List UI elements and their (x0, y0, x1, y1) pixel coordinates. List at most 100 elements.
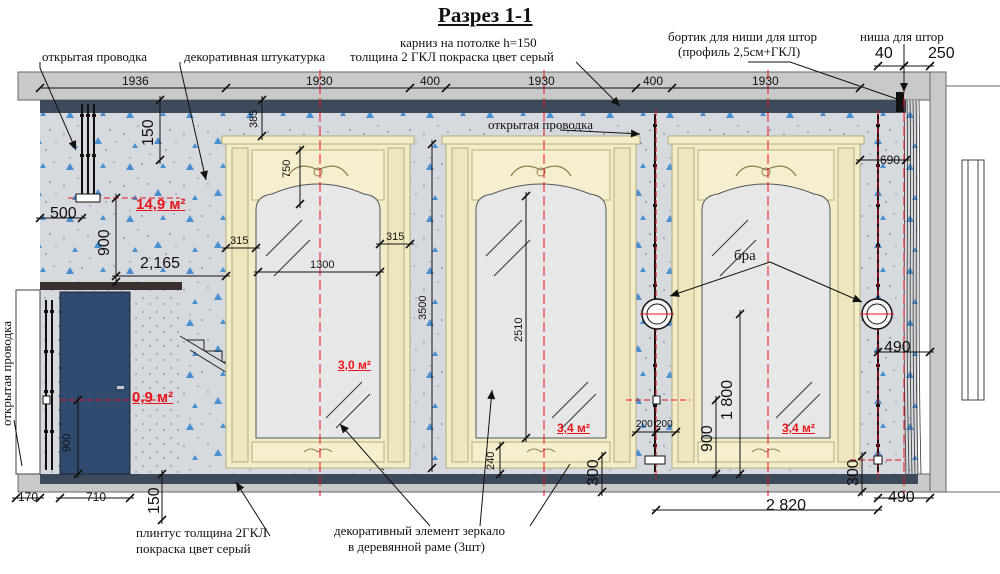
wiring-clip (50, 350, 54, 353)
wiring-clip (653, 164, 657, 167)
dim-tick (221, 271, 231, 281)
dim-tick (157, 515, 167, 525)
dim-tick (375, 239, 385, 249)
dim-tick (925, 347, 935, 357)
dim-690: 690 (880, 153, 901, 167)
sconce-left (640, 298, 674, 330)
leader (39, 62, 77, 151)
dim-niche-250: 250 (928, 45, 955, 62)
frame-1-glare-2 (273, 239, 311, 277)
dim-tick (735, 309, 745, 319)
leader-arrow (610, 96, 620, 106)
dim-300-a: 300 (585, 459, 602, 486)
wiring-clip (50, 430, 54, 433)
label-mirror-2: в деревянной раме (3шт) (348, 539, 485, 554)
frame-3-glare-4 (785, 393, 821, 429)
frame-3-glare-3 (775, 381, 813, 419)
frame-3-glare-1 (711, 219, 749, 257)
area-mirror-2: 3,4 м² (557, 421, 590, 435)
dim-tick (427, 463, 437, 473)
frame-2-pilaster-right (613, 147, 631, 463)
door-handle[interactable] (117, 386, 124, 389)
area-mirror-3: 3,4 м² (782, 421, 815, 435)
dim-tick (35, 213, 45, 223)
curtain-niche-rim (896, 92, 904, 112)
dim-tick (295, 145, 305, 155)
label-curtain-niche: ниша для штор (860, 29, 944, 44)
frame-3 (667, 135, 865, 469)
curtain-fold (909, 99, 913, 475)
frame-1-glare-1 (265, 219, 303, 257)
frame-1-glare-4 (335, 393, 371, 429)
frame-2-glare-4 (561, 393, 597, 429)
dim-300-b: 300 (845, 459, 862, 486)
dim-tick (427, 139, 437, 149)
label-open-wiring-vertical: открытая проводка (0, 320, 14, 426)
dim-tick (251, 243, 261, 253)
wiring-clip (44, 310, 48, 313)
leader-arrow (68, 140, 77, 150)
dim-tick (925, 61, 935, 71)
leader-arrow (236, 482, 245, 492)
wiring-clip (876, 124, 880, 127)
frame-2-glare-2 (493, 239, 531, 277)
wiring-clip (653, 364, 657, 367)
dim-490-mid: 490 (884, 339, 911, 356)
dim-750: 750 (281, 159, 293, 178)
dim-tick (73, 395, 83, 405)
frame-2-glass (475, 183, 607, 439)
dim-tick (857, 487, 867, 497)
dim-niche-40: 40 (875, 45, 893, 62)
frame-3-ornament-center (761, 167, 771, 177)
label-curtain-rim-2: (профиль 2,5см+ГКЛ) (678, 44, 801, 59)
wiring-clip (876, 404, 880, 407)
dim-tick (873, 61, 883, 71)
leader (529, 463, 571, 527)
leader (235, 481, 271, 537)
dim-tick (155, 155, 165, 165)
leader-arrow (900, 83, 908, 92)
dim-2820: 2 820 (766, 497, 807, 514)
dim-150-bottom: 150 (146, 487, 163, 514)
stair-step (204, 350, 223, 362)
red-axis-lines (60, 70, 906, 496)
label-skirting-2: покраска цвет серый (136, 541, 251, 556)
right-side-wall (929, 71, 947, 493)
leader (559, 129, 641, 135)
wiring-clip (653, 204, 657, 207)
dim-tick (405, 239, 415, 249)
area-door: 0,9 м² (132, 389, 174, 406)
wiring-clip (653, 284, 657, 287)
ceiling-slab (17, 71, 931, 101)
ceiling-cornice-band (40, 100, 906, 113)
dim-200-b: 200 (656, 419, 673, 430)
dim-top-1936: 1936 (122, 74, 149, 88)
wiring-clip (50, 310, 54, 313)
dim-tick (253, 267, 263, 277)
curtain-fold (906, 99, 910, 475)
leader (669, 261, 771, 297)
dim-tick (35, 493, 45, 503)
dim-tick (667, 83, 677, 93)
leader (748, 61, 901, 101)
dim-2165: 2,165 (140, 255, 181, 272)
dim-tick (651, 427, 661, 437)
door-leaf[interactable] (59, 291, 131, 475)
dim-200-a: 200 (636, 419, 653, 430)
label-deco-plaster: декоративная штукатурка (184, 49, 326, 64)
frame-1-ornament-center (313, 167, 323, 177)
dim-tick (257, 95, 267, 105)
switch-box-left (42, 395, 51, 405)
dim-385: 385 (248, 109, 260, 128)
dim-tick (441, 83, 451, 93)
dim-tick (77, 213, 87, 223)
dim-tick (55, 493, 65, 503)
label-sconce: бра (734, 248, 756, 264)
frame-3-glare-2 (719, 239, 757, 277)
dim-tick (711, 395, 721, 405)
label-skirting-1: плинтус толщина 2ГКЛ (136, 525, 268, 540)
dim-tick (901, 155, 911, 165)
frame-1-ornament (287, 165, 349, 177)
dim-tick (521, 433, 531, 443)
wiring-clip (653, 444, 657, 447)
